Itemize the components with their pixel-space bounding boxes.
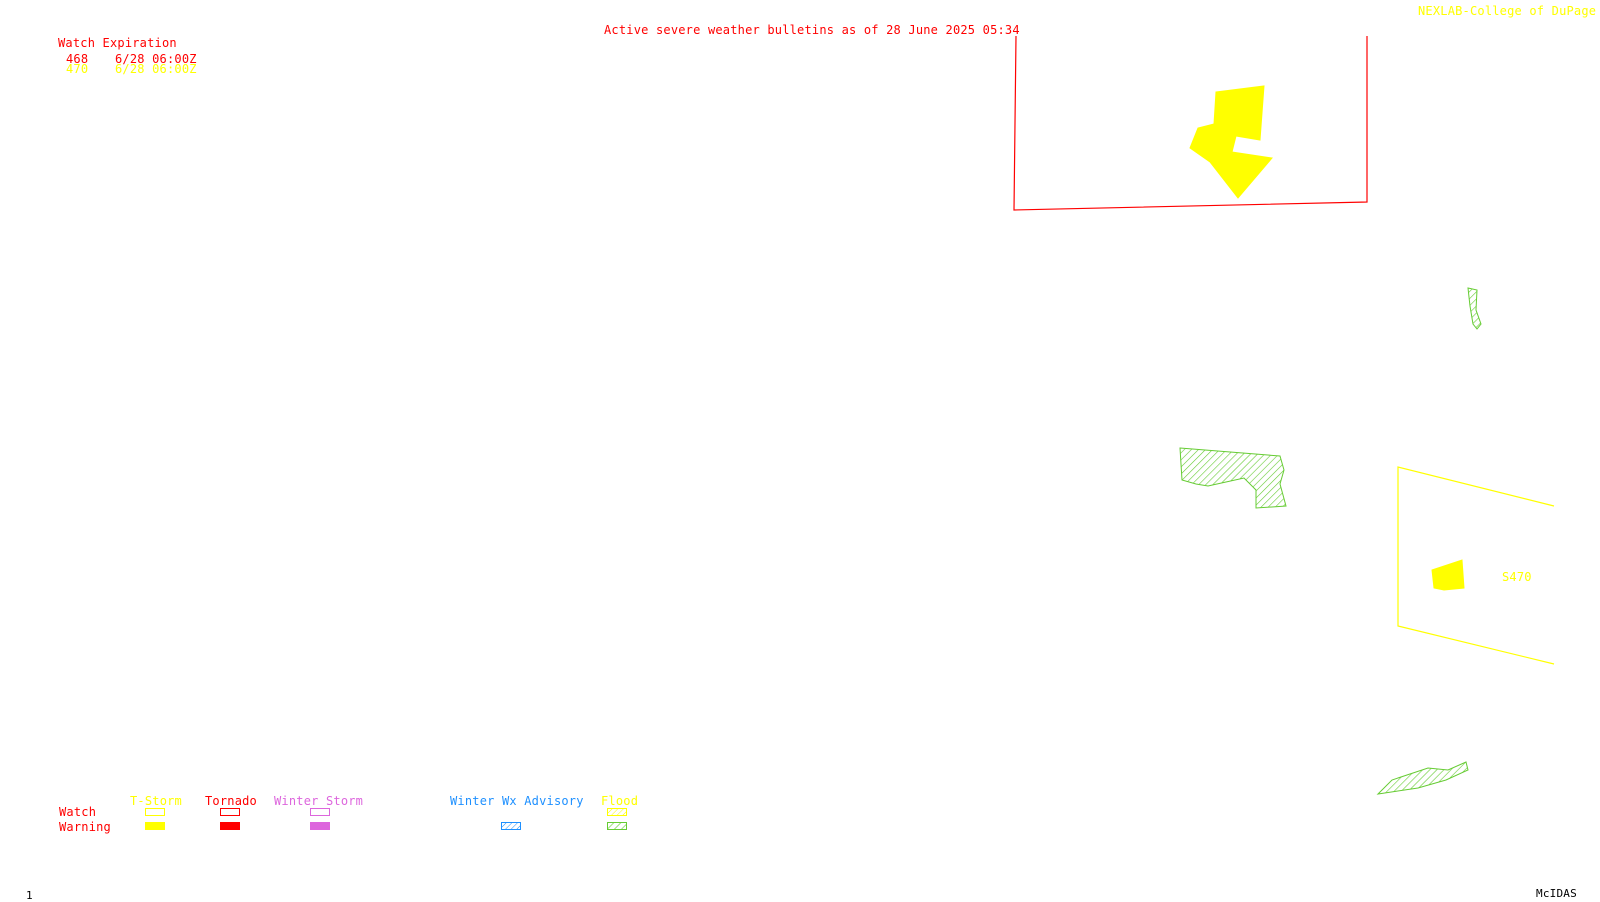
- legend-tstorm-warning-swatch: [145, 822, 165, 830]
- source-credit: NEXLAB-College of DuPage R: [1418, 4, 1600, 18]
- legend-column-label: Tornado: [205, 794, 257, 808]
- legend-column-label: Flood: [601, 794, 639, 808]
- legend-column-label: Winter Storm: [274, 794, 364, 808]
- legend-column-label: Winter Wx Advisory: [450, 794, 584, 808]
- legend-winter-storm-warning-swatch: [310, 822, 330, 830]
- legend-column-label: T-Storm: [130, 794, 182, 808]
- legend-winter-storm-watch-swatch: [310, 808, 330, 816]
- watch-row-expires: 6/28 06:00Z: [115, 62, 197, 76]
- flood-warning-polygon: [1376, 761, 1469, 795]
- legend-flood-watch-swatch: [607, 808, 627, 816]
- flood-warning-polygon: [1467, 287, 1482, 330]
- bulletin-title: Active severe weather bulletins as of 28…: [604, 23, 1020, 37]
- legend-tstorm-watch-swatch: [145, 808, 165, 816]
- legend-tornado-watch-swatch: [220, 808, 240, 816]
- watch-470-label: S470: [1502, 570, 1532, 584]
- tornado-watch-468-outline: [1013, 35, 1368, 211]
- tstorm-warning-polygon: [1189, 85, 1273, 199]
- watch-row-id: 470: [66, 62, 89, 76]
- legend-row-warning: Warning: [59, 820, 111, 834]
- legend-winter-advisory-swatch: [501, 822, 521, 830]
- legend-tornado-warning-swatch: [220, 822, 240, 830]
- tstorm-warning-polygon: [1431, 559, 1465, 591]
- frame-number: 1: [26, 889, 33, 902]
- flood-warning-polygon: [1179, 447, 1287, 509]
- software-label: McIDAS: [1536, 887, 1577, 900]
- watch-row-expires: 6/28 06:00Z: [115, 52, 197, 66]
- watch-expiration-heading: Watch Expiration: [58, 36, 177, 50]
- legend-flood-warning-swatch: [607, 822, 627, 830]
- legend-row-watch: Watch: [59, 805, 97, 819]
- watch-row-id: 468: [66, 52, 89, 66]
- tstorm-watch-470-outline: [1397, 466, 1555, 665]
